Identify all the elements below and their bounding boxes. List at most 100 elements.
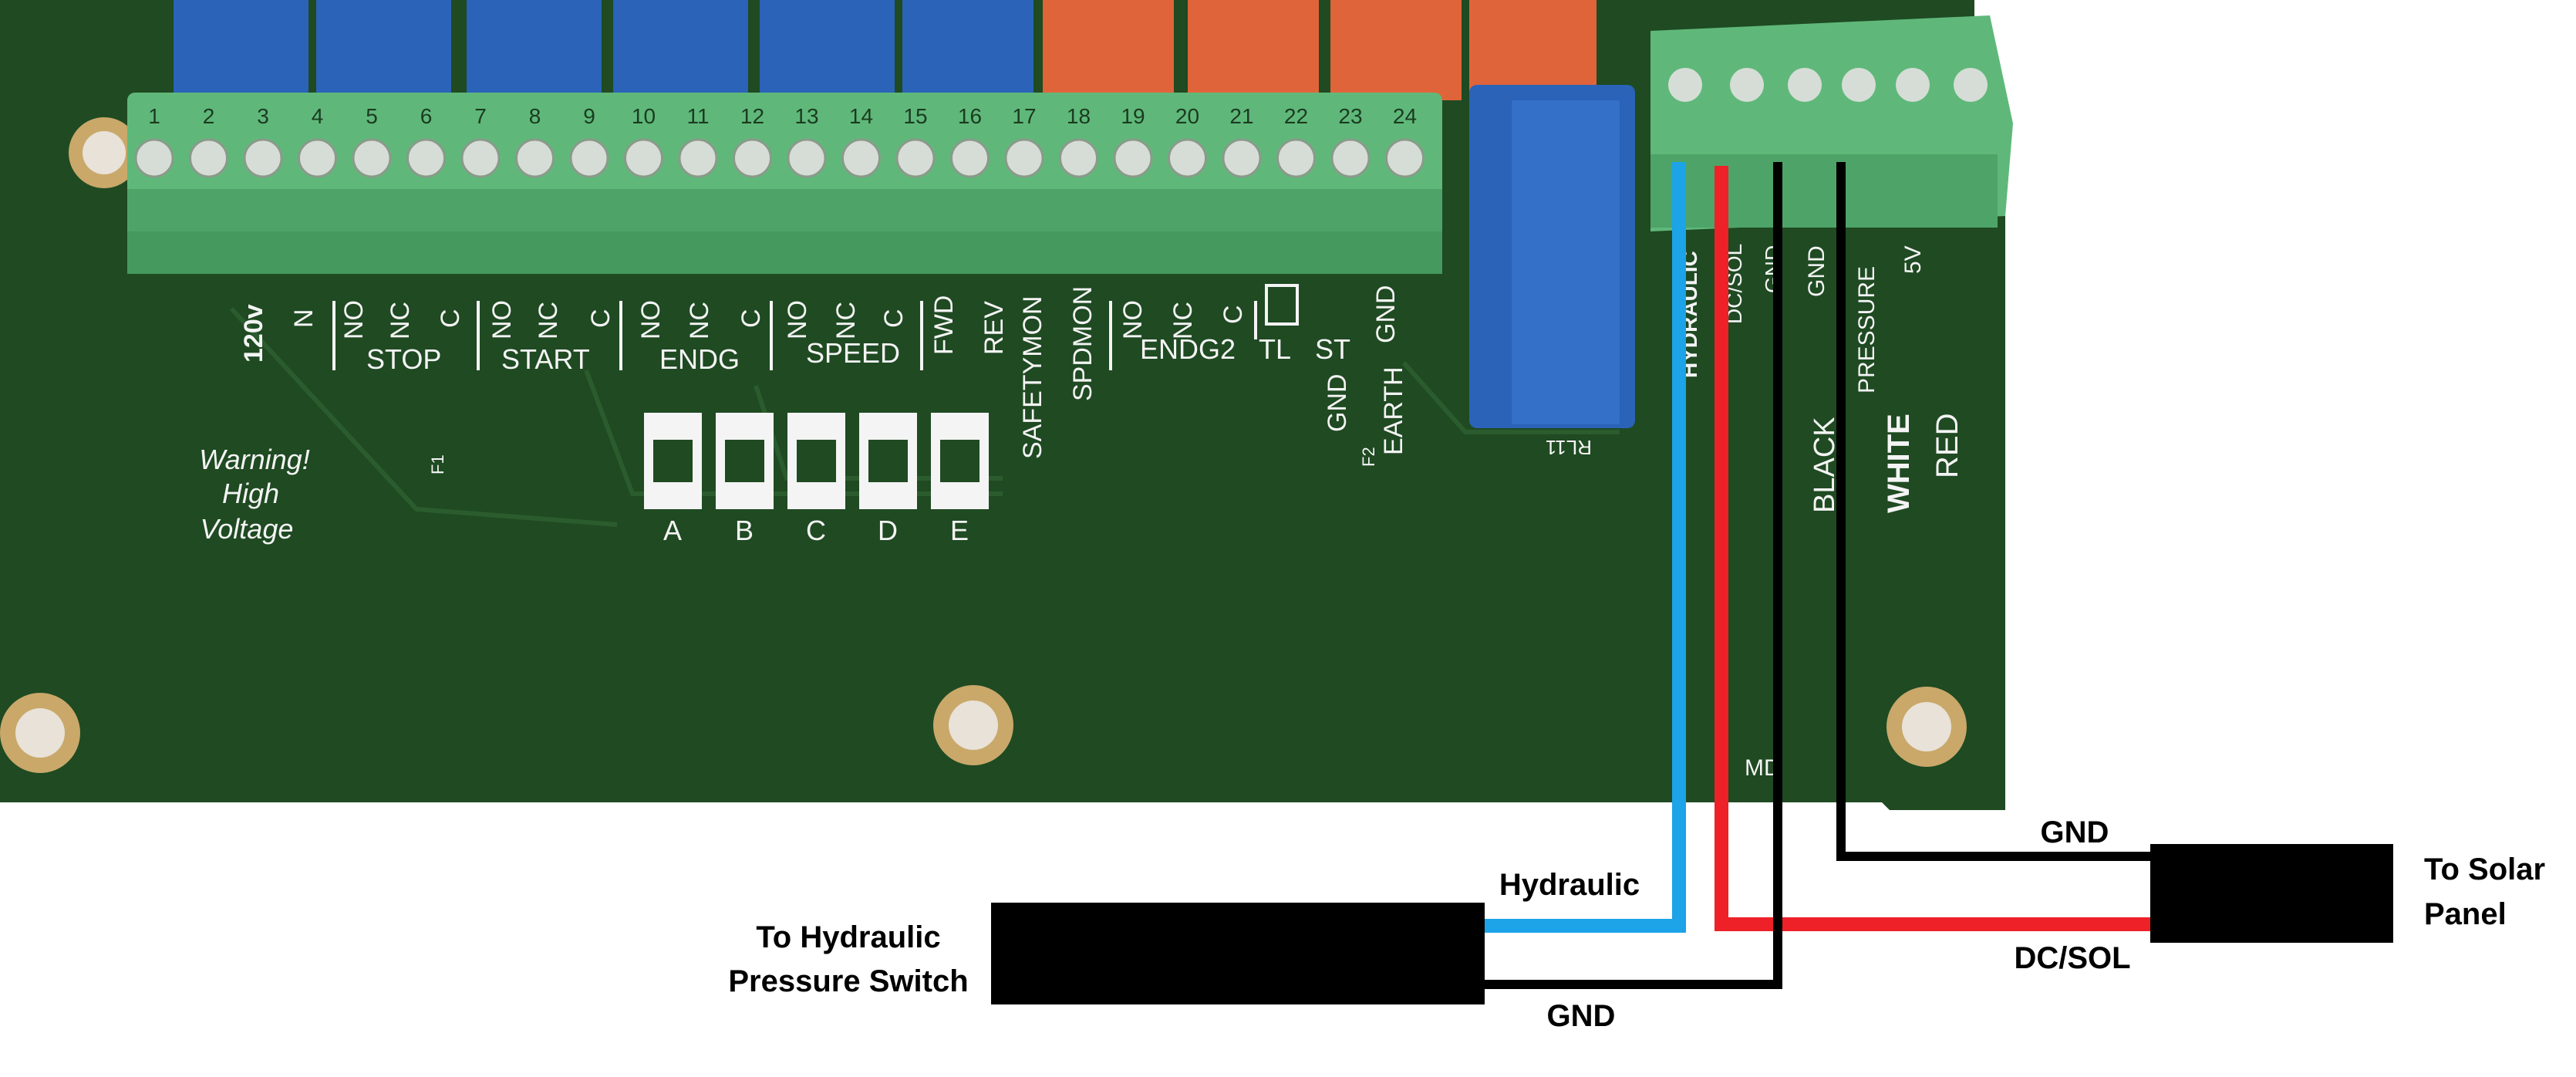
wire-black-gnd-solar	[1836, 162, 2152, 861]
label-f2: F2	[1359, 447, 1378, 467]
label-endg-nc: NC	[685, 302, 714, 339]
warning-line-3: Voltage	[201, 513, 294, 545]
led-window	[940, 440, 979, 482]
terminal-number: 3	[257, 104, 269, 128]
led-window	[868, 440, 908, 482]
label-earth: EARTH	[1379, 366, 1408, 455]
label-gnd: GND	[1371, 285, 1401, 343]
terminal-number: 5	[366, 104, 378, 128]
terminal-number: 8	[529, 104, 541, 128]
terminal-screw	[515, 138, 555, 178]
terminal-number: 15	[903, 104, 927, 128]
terminal-screw	[1330, 138, 1371, 178]
wire-red-dcsol	[1715, 166, 2152, 931]
label-start-nc: NC	[534, 302, 563, 339]
label-gnd-b: GND	[1804, 245, 1829, 297]
label-f1: F1	[428, 454, 447, 474]
label-endg: ENDG	[659, 343, 740, 375]
label-start-no: NO	[487, 300, 517, 339]
label-start: START	[501, 343, 590, 375]
led-letter: B	[735, 515, 754, 546]
led-window	[653, 440, 693, 482]
terminal-screw	[624, 138, 663, 178]
led-letter: C	[806, 515, 826, 546]
terminal-number: 14	[849, 104, 873, 128]
terminal-screw	[1168, 138, 1207, 178]
terminal-screw	[406, 138, 446, 178]
terminal-screw	[787, 138, 827, 178]
terminal-screw	[841, 138, 881, 178]
callout-gnd-bottom: GND	[1547, 999, 1616, 1033]
label-start-c: C	[586, 309, 615, 328]
terminal-screw	[569, 138, 609, 178]
led-letter: A	[663, 515, 682, 546]
terminal-number: 24	[1393, 104, 1417, 128]
label-fwd: FWD	[929, 295, 959, 355]
terminal-number: 13	[794, 104, 818, 128]
silkscreen-terminal-labels: 120v N NO NC C STOP NO NC C START NO NC …	[239, 285, 1408, 474]
label-stop: STOP	[366, 343, 441, 375]
mounting-holes	[0, 117, 1967, 773]
label-black: BLACK	[1809, 417, 1841, 513]
pcb-traces	[229, 306, 1620, 527]
callout-gnd-top: GND	[2041, 815, 2109, 849]
wire-blue-hydraulic	[1485, 162, 1686, 933]
terminal-number: 19	[1121, 104, 1145, 128]
terminal-block-6	[1650, 15, 2013, 231]
hydraulic-pressure-switch-connector	[991, 903, 1485, 1004]
warning-line-1: Warning!	[199, 444, 309, 475]
terminal-screw	[1222, 138, 1262, 178]
solar-panel-connector	[2150, 844, 2393, 943]
label-n: N	[289, 309, 319, 328]
callout-to-solar-2: Panel	[2424, 897, 2507, 931]
terminal-number: 9	[583, 104, 595, 128]
terminal-screw	[1385, 138, 1425, 178]
terminal-screw	[950, 138, 990, 178]
label-endg2-nc: NC	[1168, 302, 1198, 339]
led-window	[797, 440, 836, 482]
terminal-number: 1	[148, 104, 160, 128]
terminal-screw	[243, 138, 283, 178]
label-endg2-no: NO	[1118, 300, 1148, 339]
callout-hydraulic: Hydraulic	[1499, 868, 1640, 902]
terminal-screw	[895, 138, 936, 178]
led-window	[725, 440, 764, 482]
label-speed-c: C	[879, 309, 909, 328]
label-red: RED	[1930, 414, 1964, 478]
label-tl: TL	[1259, 333, 1291, 365]
terminal-screw	[678, 138, 718, 178]
callout-labels: Hydraulic To Hydraulic Pressure Switch G…	[728, 815, 2545, 1033]
callout-dcsol: DC/SOL	[2014, 941, 2130, 975]
terminal-number: 4	[312, 104, 324, 128]
terminal-number: 6	[420, 104, 433, 128]
terminal-number: 21	[1229, 104, 1253, 128]
led-letter: D	[878, 515, 898, 546]
label-white: WHITE	[1882, 414, 1916, 513]
warning-line-2: High	[222, 478, 279, 509]
relay-rl11: RL11	[1469, 85, 1635, 459]
terminal-number: 12	[740, 104, 764, 128]
terminal-screw	[1059, 138, 1098, 178]
label-speed-nc: NC	[831, 302, 861, 339]
terminal-number: 17	[1012, 104, 1036, 128]
terminal-screw	[460, 138, 501, 178]
label-gnd2: GND	[1323, 373, 1352, 432]
label-endg2: ENDG2	[1140, 333, 1236, 365]
callout-to-hydraulic-1: To Hydraulic	[756, 920, 940, 954]
terminal-number: 7	[474, 104, 487, 128]
callout-to-solar-1: To Solar	[2424, 852, 2545, 886]
label-stop-no: NO	[339, 300, 369, 339]
label-st: ST	[1315, 333, 1350, 365]
label-5v: 5V	[1900, 245, 1926, 274]
wire-black-gnd-switch	[1485, 162, 1782, 989]
label-speed-no: NO	[783, 300, 812, 339]
silkscreen-dividers	[332, 284, 1299, 370]
label-120v: 120v	[239, 304, 268, 363]
warning-text: Warning! High Voltage	[199, 444, 309, 545]
label-pressure: PRESSURE	[1854, 266, 1880, 393]
terminal-number: 23	[1338, 104, 1362, 128]
terminal-screw	[352, 138, 392, 178]
